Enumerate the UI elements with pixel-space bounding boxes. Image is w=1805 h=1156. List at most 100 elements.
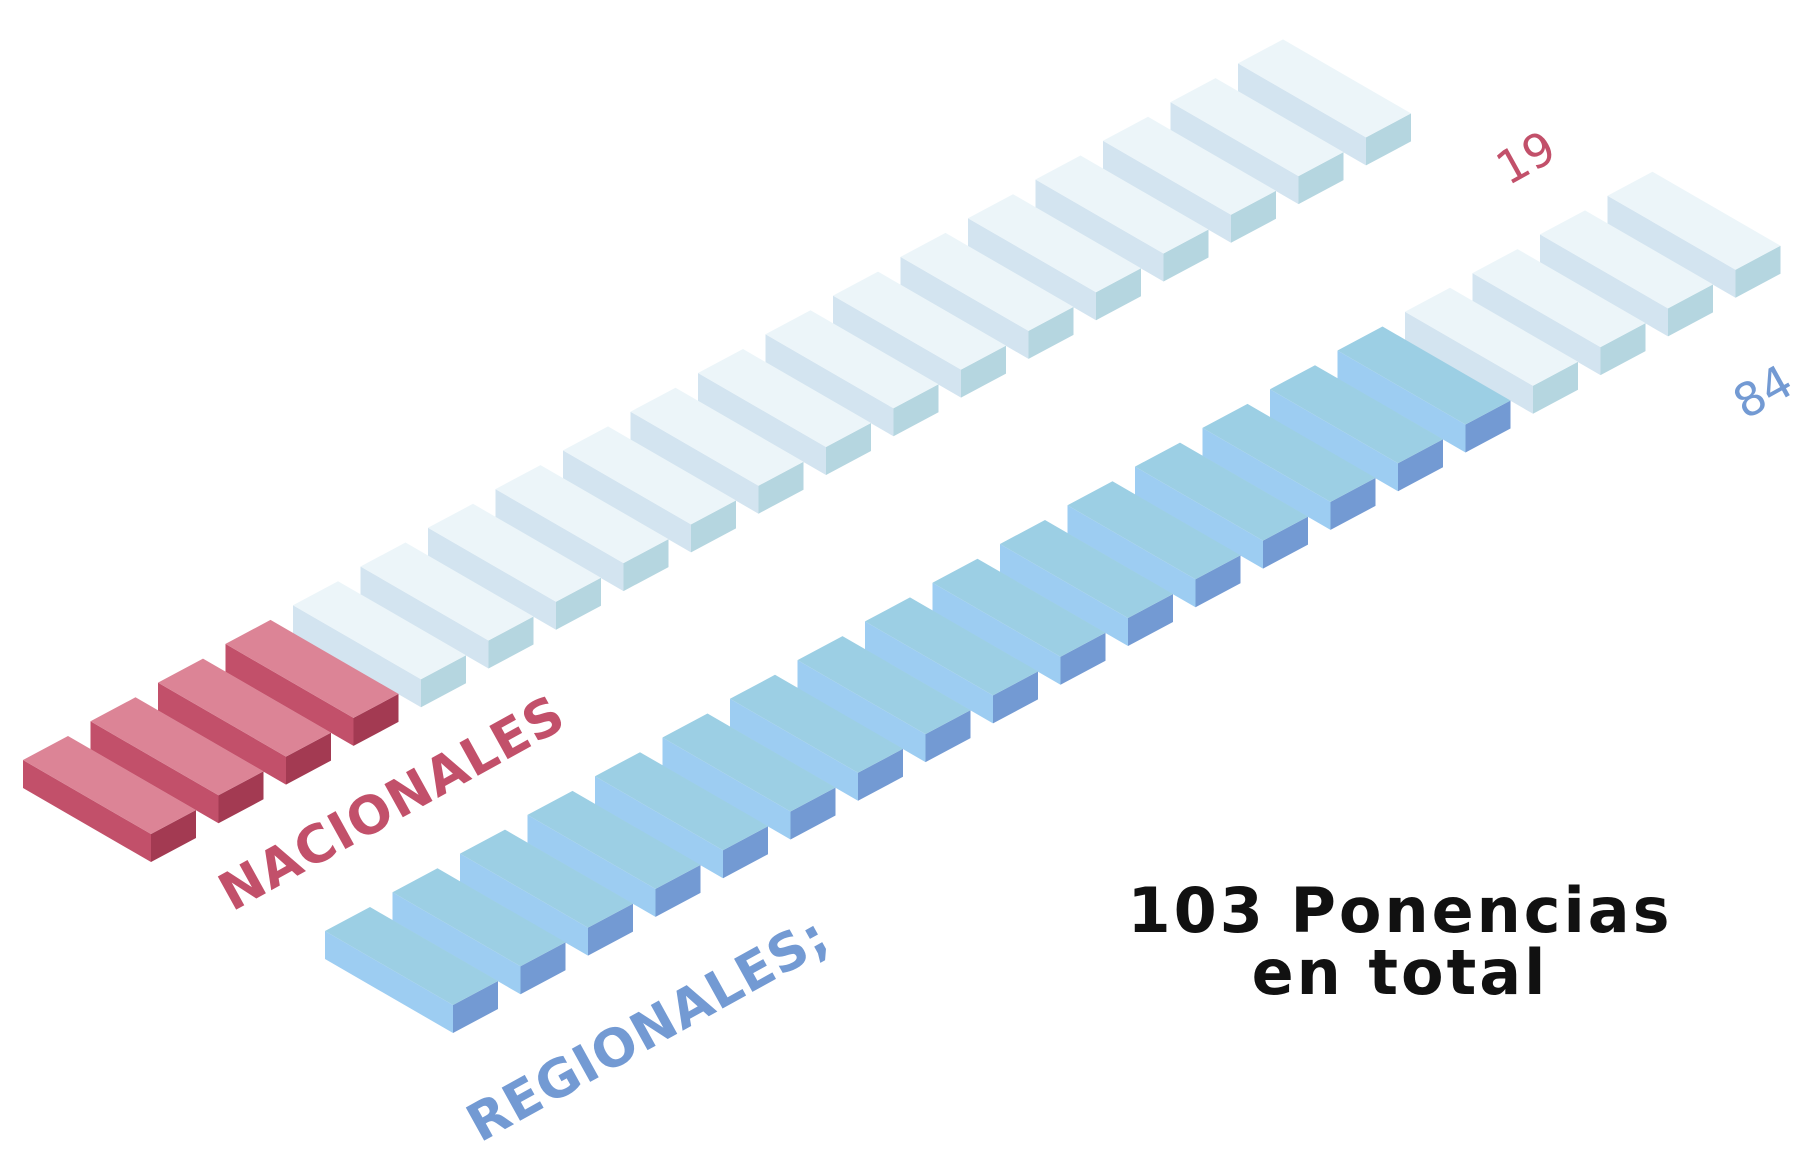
block-front-face (527, 814, 656, 917)
block-front-face (900, 256, 1029, 359)
block-front-face (595, 776, 723, 879)
block-front-face (1607, 195, 1736, 298)
block-front-face (968, 218, 1096, 321)
block-side-face (1060, 632, 1106, 685)
block-side-face (453, 981, 498, 1033)
block-top-face (460, 829, 633, 928)
block-side-face (353, 693, 399, 746)
block-empty (698, 349, 871, 475)
block-empty (833, 271, 1006, 398)
block-top-face (1103, 116, 1276, 215)
block-empty (1607, 171, 1781, 298)
block-front-face (1405, 311, 1533, 414)
block-filled (325, 907, 498, 1033)
block-empty (1540, 210, 1713, 337)
block-side-face (623, 539, 669, 592)
block-front-face (392, 892, 521, 995)
block-side-face (826, 423, 871, 475)
block-top-face (1170, 78, 1344, 177)
block-front-face (90, 721, 219, 824)
block-front-face (1337, 350, 1466, 453)
block-front-face (1000, 544, 1128, 646)
block-top-face (225, 619, 399, 718)
block-side-face (1398, 439, 1443, 492)
block-front-face (698, 373, 826, 475)
block-side-face (1735, 245, 1781, 298)
block-filled (392, 868, 566, 995)
block-side-face (1096, 268, 1141, 321)
block-side-face (1668, 284, 1713, 337)
block-side-face (286, 732, 331, 785)
block-filled (1135, 442, 1308, 569)
block-front-face (1103, 140, 1231, 243)
block-front-face (428, 527, 556, 630)
block-top-face (630, 387, 804, 486)
block-top-face (1607, 171, 1781, 270)
block-top-face (968, 194, 1141, 293)
block-side-face (488, 616, 534, 669)
block-front-face (460, 853, 588, 956)
total-line-1: 103 Ponencias (1127, 874, 1673, 947)
block-front-face (797, 660, 926, 763)
block-empty (495, 465, 669, 592)
block-top-face (158, 658, 331, 757)
block-top-face (765, 310, 939, 409)
block-front-face (360, 566, 489, 669)
block-front-face (23, 760, 151, 862)
block-empty (1405, 287, 1578, 414)
block-top-face (662, 713, 836, 812)
block-filled (158, 658, 331, 785)
block-front-face (563, 450, 691, 553)
block-side-face (1533, 361, 1578, 414)
block-empty (968, 194, 1141, 321)
block-top-face (1472, 249, 1646, 348)
block-empty (1170, 78, 1344, 205)
block-side-face (961, 345, 1006, 398)
block-top-face (1000, 520, 1173, 618)
block-front-face (1170, 102, 1299, 205)
block-top-face (1337, 326, 1511, 425)
block-front-face (730, 698, 858, 801)
block-side-face (556, 577, 601, 630)
block-side-face (421, 655, 466, 708)
block-filled (1337, 326, 1511, 453)
block-side-face (1163, 229, 1209, 282)
block-empty (1238, 39, 1411, 166)
block-top-face (90, 697, 264, 796)
block-top-face (1540, 210, 1713, 309)
block-front-face (293, 605, 421, 708)
block-filled (1202, 403, 1376, 530)
block-top-face (865, 597, 1038, 696)
block-side-face (691, 500, 736, 553)
block-empty (293, 581, 466, 708)
block-side-face (655, 864, 701, 917)
block-filled (865, 597, 1038, 724)
total-line-2: en total (1251, 936, 1549, 1009)
block-side-face (993, 671, 1038, 724)
block-filled (932, 558, 1106, 685)
regionales-block-row (325, 171, 1781, 1033)
block-top-face (730, 674, 903, 773)
block-side-face (790, 787, 836, 840)
block-empty (563, 426, 736, 553)
block-front-face (765, 334, 894, 437)
nacionales-block-row (23, 39, 1411, 862)
block-front-face (630, 411, 759, 514)
block-top-face (595, 752, 768, 851)
block-top-face (360, 542, 534, 641)
block-top-face (325, 907, 498, 1005)
block-side-face (1298, 152, 1344, 205)
row-value-regionales: 84 (1724, 354, 1801, 430)
block-front-face (865, 621, 993, 724)
block-top-face (563, 426, 736, 525)
block-front-face (1067, 505, 1196, 608)
block-side-face (1028, 306, 1074, 359)
block-filled (730, 674, 903, 801)
block-filled (662, 713, 836, 840)
block-front-face (1238, 63, 1366, 166)
block-filled (1067, 481, 1241, 608)
block-side-face (1600, 323, 1646, 376)
block-front-face (1472, 273, 1601, 376)
block-front-face (1202, 427, 1331, 530)
